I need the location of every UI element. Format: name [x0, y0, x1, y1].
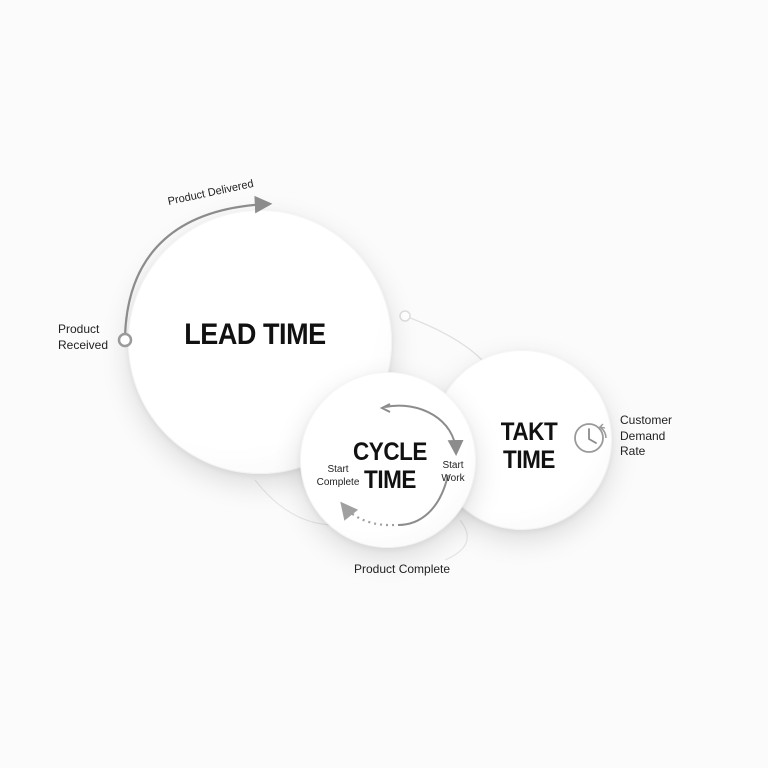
lead-time-title: LEAD TIME: [184, 318, 326, 351]
cycle-arc-arrow-right: [384, 404, 464, 456]
product-received-label: Product Received: [58, 322, 114, 353]
product-received-node: [117, 332, 133, 348]
customer-demand-rate-line1: Customer: [620, 413, 673, 427]
product-received-text: Product Received: [58, 322, 109, 352]
start-complete-label: Start Complete: [316, 464, 360, 488]
cycle-time-circle: [300, 372, 476, 548]
takt-title-line2: TIME: [503, 446, 555, 474]
customer-demand-rate-line3: Rate: [620, 444, 646, 459]
cycle-arrow-tail: [379, 403, 391, 413]
cycle-title-line1: CYCLE: [352, 438, 427, 466]
cycle-arc-arrow-bottom: [397, 474, 449, 526]
cycle-dotted-arrow: [340, 501, 395, 527]
customer-demand-rate-label: Customer Demand Rate: [620, 413, 690, 460]
faint-connector-line: [444, 519, 468, 561]
connector-node: [399, 310, 411, 322]
cycle-time-title: CYCLE TIME: [345, 438, 435, 494]
clock-icon: [574, 423, 607, 453]
customer-demand-rate-line2: Demand: [620, 428, 666, 443]
start-work-label: Start Work: [441, 460, 465, 484]
faint-connector-line: [254, 479, 336, 526]
product-complete-label: Product Complete: [354, 562, 451, 576]
cycle-title-line2: TIME: [364, 466, 416, 494]
lead-time-arc-arrow: [123, 195, 273, 337]
takt-time-title: TAKT TIME: [489, 418, 570, 474]
takt-title-line1: TAKT: [500, 418, 558, 446]
